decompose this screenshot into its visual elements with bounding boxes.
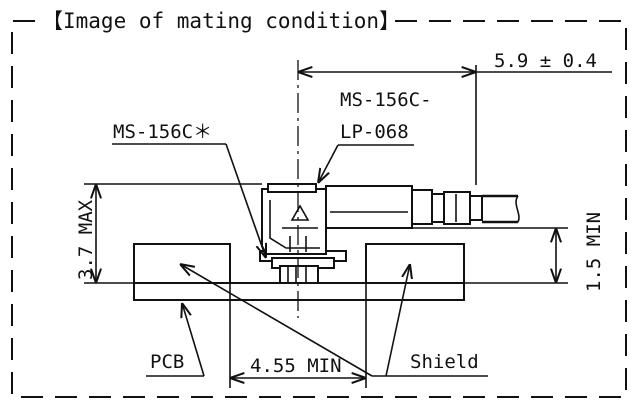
- pcb-leader: [146, 303, 205, 377]
- pcb-label: PCB: [150, 351, 184, 373]
- pcb-board: [133, 282, 465, 301]
- dimension-height-max-label: 3.7 MAX: [75, 199, 97, 280]
- dimension-height-min-label: 1.5 MIN: [583, 212, 605, 292]
- receptacle-leader: [112, 143, 266, 258]
- title-text: 【Image of mating condition】: [42, 9, 400, 33]
- shield-label: Shield: [410, 351, 479, 373]
- dimension-gap-min: [229, 283, 367, 388]
- frame-border: [11, 20, 627, 398]
- plug-leader: [318, 144, 414, 183]
- dimension-width-overall-label: 5.9 ± 0.4: [494, 50, 597, 72]
- dimension-width-overall: [298, 65, 612, 185]
- dimension-height-min: [412, 227, 568, 284]
- dimension-gap-min-label: 4.55 MIN: [250, 355, 342, 377]
- receptacle-label: MS-156C＊: [113, 121, 212, 143]
- plug-label-line1: MS-156C-: [340, 89, 432, 111]
- shield-block-left: [133, 243, 231, 284]
- plug-connector: [261, 183, 520, 255]
- receptacle-connector: [259, 250, 347, 284]
- shield-leaders: [180, 264, 488, 377]
- shield-block-right: [365, 243, 465, 284]
- plug-label-line2: LP-068: [340, 121, 409, 143]
- dimension-height-max: [84, 183, 262, 284]
